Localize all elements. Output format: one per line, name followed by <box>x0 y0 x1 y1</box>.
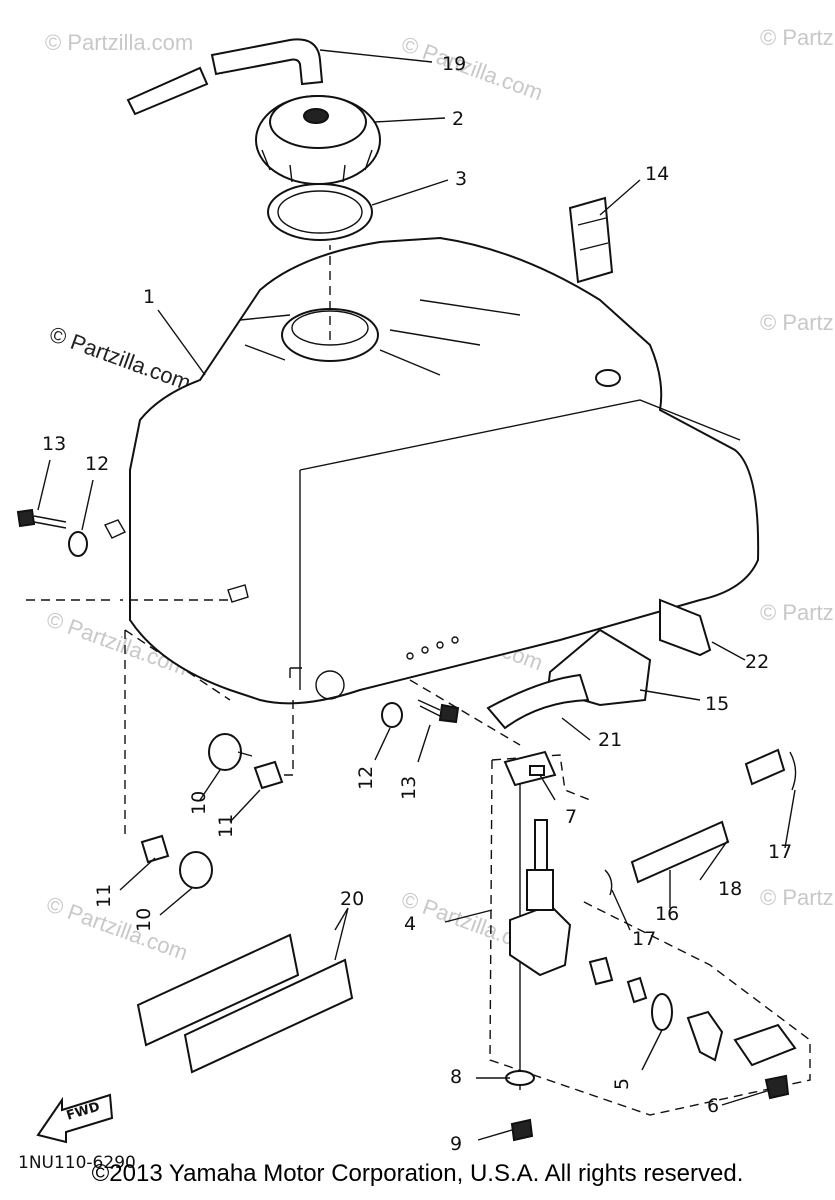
grommet-10-lower <box>179 851 213 889</box>
pads-20 <box>136 933 354 1074</box>
collar-11-upper <box>253 760 284 790</box>
watermark-dark: © Partzilla.com <box>46 321 194 395</box>
fwd-arrow: FWD <box>36 1093 114 1144</box>
fuel-cock-4 <box>509 819 572 977</box>
callout-7: 7 <box>565 806 577 828</box>
fuel-hose-16-18 <box>630 748 786 884</box>
collar-11-lower <box>140 834 170 864</box>
diagram-code: 1NU110-6290 <box>18 1153 136 1173</box>
callout-8: 8 <box>450 1066 462 1088</box>
callout-2: 2 <box>452 108 464 130</box>
callout-11: 11 <box>93 884 115 908</box>
watermark: © Partzilla.com <box>760 885 835 910</box>
screw-9 <box>510 1118 534 1142</box>
bolt-13-left <box>16 508 67 529</box>
callout-4: 4 <box>404 913 416 935</box>
callout-6: 6 <box>707 1095 719 1117</box>
washer-12-left <box>68 531 88 557</box>
leader-lines <box>37 49 796 1141</box>
bolt-13-right <box>417 699 460 724</box>
callout-20: 20 <box>340 888 364 910</box>
callout-21: 21 <box>598 729 622 751</box>
callout-10: 10 <box>133 908 155 932</box>
washer-8 <box>505 1070 535 1086</box>
fuel-tank <box>129 236 760 705</box>
watermark: © Partzilla.com <box>43 891 191 965</box>
pad-21 <box>486 673 590 730</box>
callout-18: 18 <box>718 878 742 900</box>
callout-14: 14 <box>645 163 669 185</box>
watermark: © Partzilla.com <box>760 310 835 335</box>
bracket-14 <box>568 196 614 284</box>
breather-hose <box>126 38 324 116</box>
cap-gasket <box>267 183 373 241</box>
callouts: 19 2 3 14 1 13 12 22 15 21 12 13 7 17 18… <box>42 53 792 1155</box>
watermark: © Partzilla.com <box>760 25 835 50</box>
watermark: © Partzilla.com <box>45 30 193 55</box>
callout-12: 12 <box>85 453 109 475</box>
bracket-22 <box>659 598 712 657</box>
callout-17: 17 <box>768 841 792 863</box>
callout-22: 22 <box>745 651 769 673</box>
watermark: © Partzilla.com <box>760 600 835 625</box>
washer-12-right <box>381 702 403 728</box>
fuel-cap <box>255 95 381 185</box>
grommet-10-upper <box>208 733 253 771</box>
fuel-cock-parts <box>588 956 797 1100</box>
callout-5: 5 <box>611 1078 633 1090</box>
callout-11: 11 <box>215 814 237 838</box>
callout-9: 9 <box>450 1133 462 1155</box>
callout-19: 19 <box>442 53 466 75</box>
callout-3: 3 <box>455 168 467 190</box>
callout-12: 12 <box>355 766 377 790</box>
watermark: © Partzilla.com <box>398 31 546 105</box>
screw-6 <box>764 1074 790 1100</box>
callout-17: 17 <box>632 928 656 950</box>
copyright-notice: ©2013 Yamaha Motor Corporation, U.S.A. A… <box>91 1160 744 1187</box>
callout-10: 10 <box>188 791 210 815</box>
callout-13: 13 <box>398 776 420 800</box>
callout-15: 15 <box>705 693 729 715</box>
callout-1: 1 <box>143 286 155 308</box>
callout-16: 16 <box>655 903 679 925</box>
callout-13: 13 <box>42 433 66 455</box>
o-ring-5 <box>651 993 673 1031</box>
